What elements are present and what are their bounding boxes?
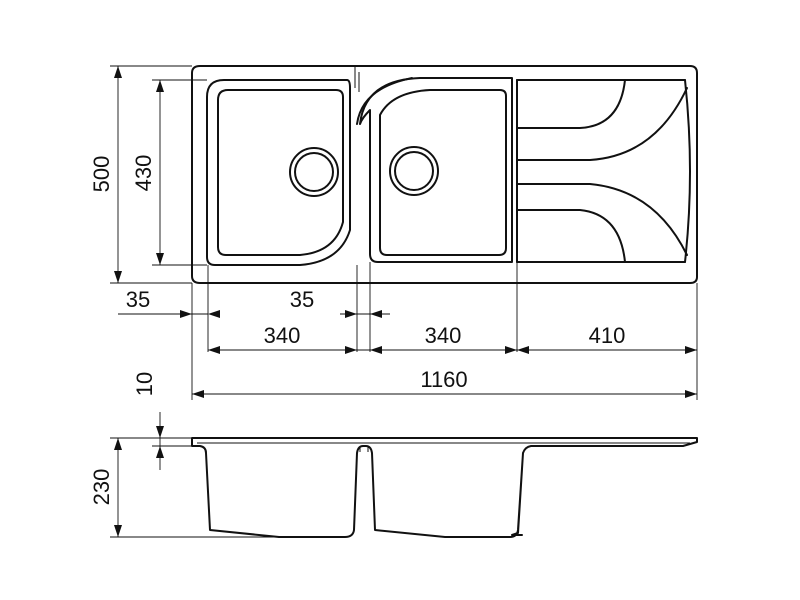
sink-side-view [191,437,698,538]
right-bowl-basin [379,89,507,256]
side-profile-outline [191,437,698,538]
drainer-groove [516,79,626,129]
label-divider-gap: 35 [290,287,314,312]
label-bowl-depth: 430 [131,155,156,192]
label-left-bowl-width: 340 [264,323,301,348]
right-bowl-rim [359,77,513,263]
sink-top-view [191,65,698,284]
label-left-margin: 35 [126,287,150,312]
bowl-divider-swoop [356,77,413,125]
right-drain-inner [394,151,434,191]
drainer-groove [516,209,626,263]
left-drain-inner [294,152,334,192]
label-rim-thickness: 10 [132,372,157,396]
right-drain-outer [389,146,439,196]
dimension-lines-side [110,412,280,538]
left-bowl-basin [217,89,344,256]
left-drain-outer [289,147,339,197]
dimension-labels: 500 430 35 35 340 340 410 1160 10 230 [89,155,625,506]
dimension-lines-top [110,65,698,400]
drainer-groove [516,183,688,256]
label-overall-depth: 500 [89,156,114,193]
label-drainer-width: 410 [589,323,626,348]
label-overall-width: 1160 [420,367,467,392]
left-bowl-rim [206,79,351,266]
drainer-edge [684,79,691,263]
drainer-board [516,79,691,263]
label-right-bowl-width: 340 [425,323,462,348]
drainer-groove [516,87,688,161]
sink-outline [191,65,698,284]
label-bowl-height: 230 [89,469,114,506]
